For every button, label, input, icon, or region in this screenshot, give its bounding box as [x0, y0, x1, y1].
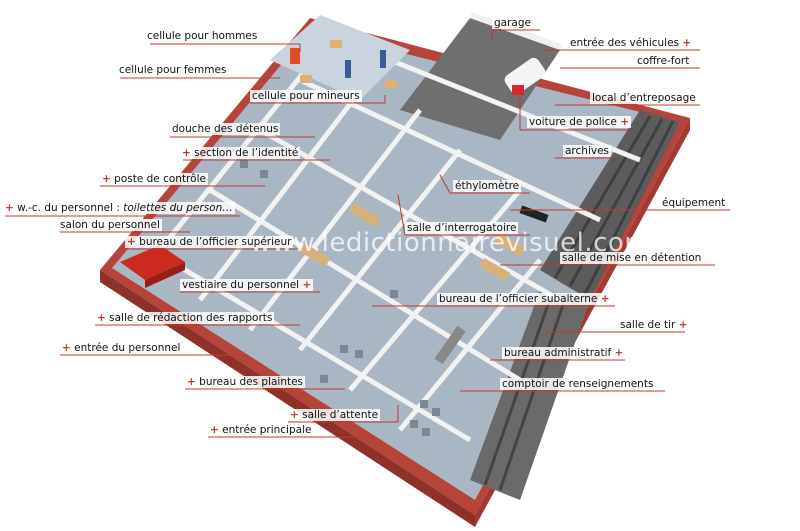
label-bureau-plaintes[interactable]: + bureau des plaintes	[185, 376, 306, 388]
label-cellule-hommes: cellule pour hommes	[145, 30, 260, 42]
label-comptoir-renseignements: comptoir de renseignements	[500, 378, 656, 390]
label-salon-personnel: salon du personnel	[58, 219, 162, 231]
label-cellule-femmes: cellule pour femmes	[117, 64, 229, 76]
label-cellule-mineurs: cellule pour mineurs	[250, 90, 362, 102]
label-equipement: équipement	[660, 197, 728, 209]
label-garage: garage	[492, 17, 533, 29]
label-ethylometre: éthylomètre	[453, 180, 522, 192]
label-entree-personnel[interactable]: + entrée du personnel	[60, 342, 183, 354]
label-salle-attente[interactable]: + salle d’attente	[288, 409, 381, 421]
label-local-entreposage: local d’entreposage	[590, 92, 698, 104]
label-poste-controle[interactable]: + poste de contrôle	[100, 173, 208, 185]
label-section-identite[interactable]: + section de l’identité	[180, 147, 301, 159]
label-entree-principale[interactable]: + entrée principale	[208, 424, 314, 436]
label-entree-vehicules[interactable]: entrée des véhicules +	[568, 37, 694, 49]
label-salle-redaction[interactable]: + salle de rédaction des rapports	[95, 312, 275, 324]
label-coffre-fort: coffre-fort	[635, 55, 692, 67]
chairs	[240, 160, 440, 436]
leader-lines	[5, 29, 730, 438]
label-voiture-police[interactable]: voiture de police +	[527, 116, 631, 128]
cells-block	[270, 15, 410, 100]
label-wc-personnel[interactable]: + w.-c. du personnel : toilettes du pers…	[3, 202, 235, 214]
label-bureau-officier-superieur[interactable]: + bureau de l’officier supérieur	[125, 236, 294, 248]
lockers	[120, 245, 185, 288]
label-vestiaire-personnel[interactable]: vestiaire du personnel +	[180, 279, 314, 291]
label-salle-tir[interactable]: salle de tir +	[618, 319, 690, 331]
label-bureau-administratif[interactable]: bureau administratif +	[502, 347, 626, 359]
label-salle-interrogatoire: salle d’interrogatoire	[405, 222, 519, 234]
label-bureau-officier-subalterne[interactable]: bureau de l’officier subalterne +	[437, 293, 612, 305]
label-archives: archives	[563, 145, 612, 157]
label-douche-detenus: douche des détenus	[170, 123, 281, 135]
label-salle-mise-detention: salle de mise en détention	[560, 252, 704, 264]
